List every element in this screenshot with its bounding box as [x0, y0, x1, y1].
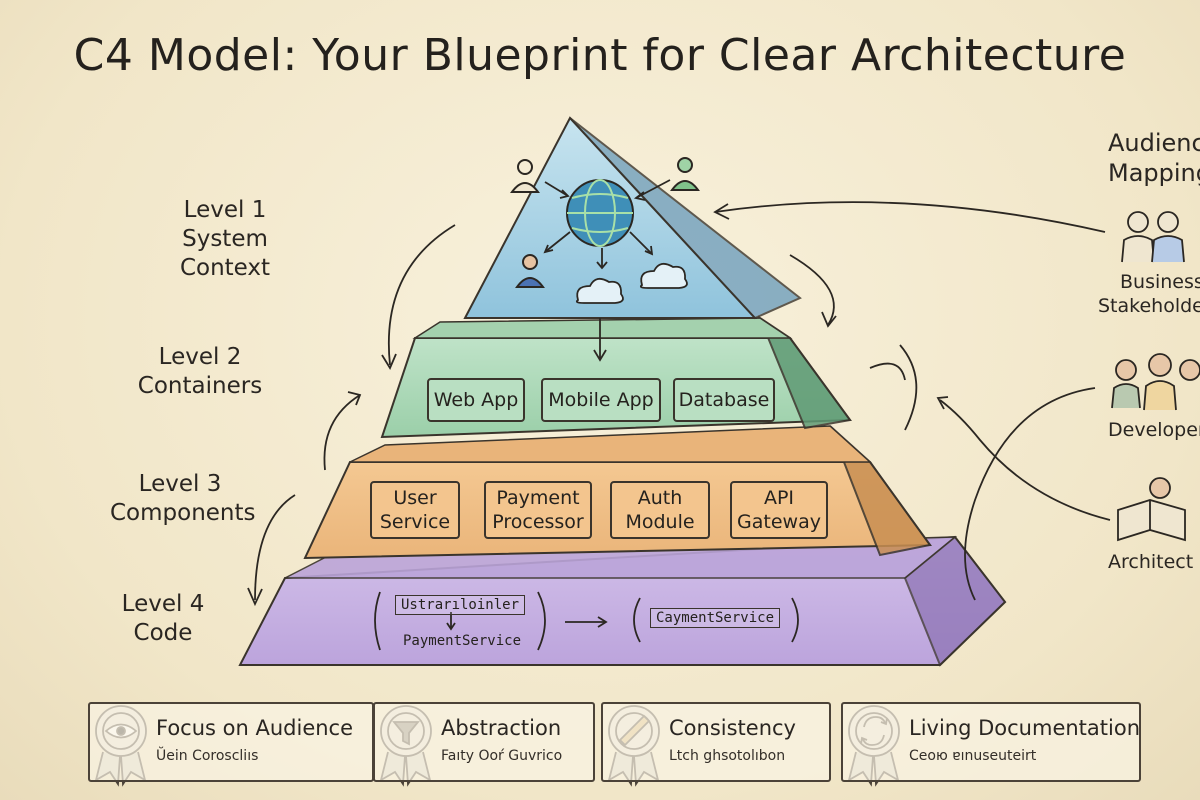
- audience-title-line: Audience: [1108, 129, 1200, 157]
- architect-icon: [1117, 477, 1186, 542]
- level-number: Level 4: [121, 591, 205, 617]
- audience-developers: Developer: [1108, 419, 1200, 441]
- component-label: Auth: [637, 487, 683, 509]
- flow-arrow: [247, 201, 1111, 607]
- component-label: Payment: [496, 487, 580, 509]
- audience-label: Business: [1120, 271, 1200, 293]
- principle-consistency: Consistency Ltch ghsotolıbon: [601, 702, 831, 782]
- component-api-gateway: API Gateway: [730, 481, 828, 539]
- component-label: Gateway: [737, 511, 821, 533]
- principle-name: Consistency: [669, 716, 796, 740]
- audience-title-line: Mapping: [1108, 159, 1200, 187]
- level-1-label: Level 1 System Context: [122, 186, 328, 293]
- principle-name: Abstraction: [441, 716, 562, 740]
- level-2-label: Level 2 Containers: [117, 333, 283, 411]
- page-title: C4 Model: Your Blueprint for Clear Archi…: [73, 30, 1127, 81]
- principle-subtitle: Ŭein Coroscliıs: [156, 748, 259, 764]
- component-label: Service: [379, 511, 451, 533]
- cloud-icon: [575, 277, 624, 304]
- container-database: Database: [673, 378, 775, 422]
- audience-architects: Architect: [1108, 551, 1194, 573]
- component-label: User: [393, 487, 437, 509]
- principle-name: Living Documentation: [909, 716, 1140, 740]
- component-payment-processor: Payment Processor: [484, 481, 592, 539]
- level-3-label: Level 3 Components: [92, 460, 268, 538]
- level-number: Level 1: [183, 197, 267, 223]
- audience-mapping-title: Audience Mapping: [1102, 124, 1200, 188]
- container-web-app: Web App: [427, 378, 525, 422]
- level-title: Components: [110, 500, 256, 526]
- container-label: Web App: [433, 389, 519, 411]
- person-icon: [670, 157, 700, 191]
- person-icon: [515, 254, 545, 288]
- code-class-box: CaymentService: [650, 608, 781, 628]
- level-title: System Context: [179, 226, 271, 281]
- level-number: Level 3: [138, 471, 222, 497]
- level-number: Level 2: [158, 344, 242, 370]
- globe-icon: [566, 179, 634, 247]
- component-label: Module: [625, 511, 695, 533]
- component-label: API: [763, 487, 795, 509]
- stakeholders-icon: [1121, 211, 1185, 263]
- principle-living-documentation: Living Documentation Ceoю ɐınuseuteirt: [841, 702, 1141, 782]
- container-label: Mobile App: [548, 389, 654, 411]
- code-class-box: Ustrarıloinler: [395, 595, 526, 615]
- code-links: [374, 591, 799, 651]
- level-4-label: Level 4 Code: [95, 580, 231, 658]
- container-label: Database: [678, 389, 770, 411]
- component-auth-module: Auth Module: [610, 481, 710, 539]
- arrow-connector: [543, 179, 671, 362]
- principle-abstraction: Abstraction Faıty Ooŕ Guvrico: [373, 702, 595, 782]
- principle-subtitle: Faıty Ooŕ Guvrico: [441, 748, 563, 764]
- principle-focus-on-audience: Focus on Audience Ŭein Coroscliıs: [88, 702, 374, 782]
- code-class-label: PaymentService: [403, 633, 522, 649]
- component-user-service: User Service: [370, 481, 460, 539]
- audience-label: Stakeholde: [1098, 295, 1200, 317]
- developers-icon: [1111, 353, 1200, 411]
- level-title: Code: [133, 620, 193, 646]
- component-label: Processor: [492, 511, 584, 533]
- container-mobile-app: Mobile App: [541, 378, 661, 422]
- person-icon: [510, 159, 540, 193]
- level-title: Containers: [137, 373, 263, 399]
- principle-subtitle: Ltch ghsotolıbon: [669, 748, 786, 764]
- audience-business: Business Stakeholde: [1098, 270, 1200, 318]
- principle-name: Focus on Audience: [156, 716, 354, 740]
- principle-subtitle: Ceoю ɐınuseuteirt: [909, 748, 1037, 764]
- cloud-icon: [639, 262, 688, 289]
